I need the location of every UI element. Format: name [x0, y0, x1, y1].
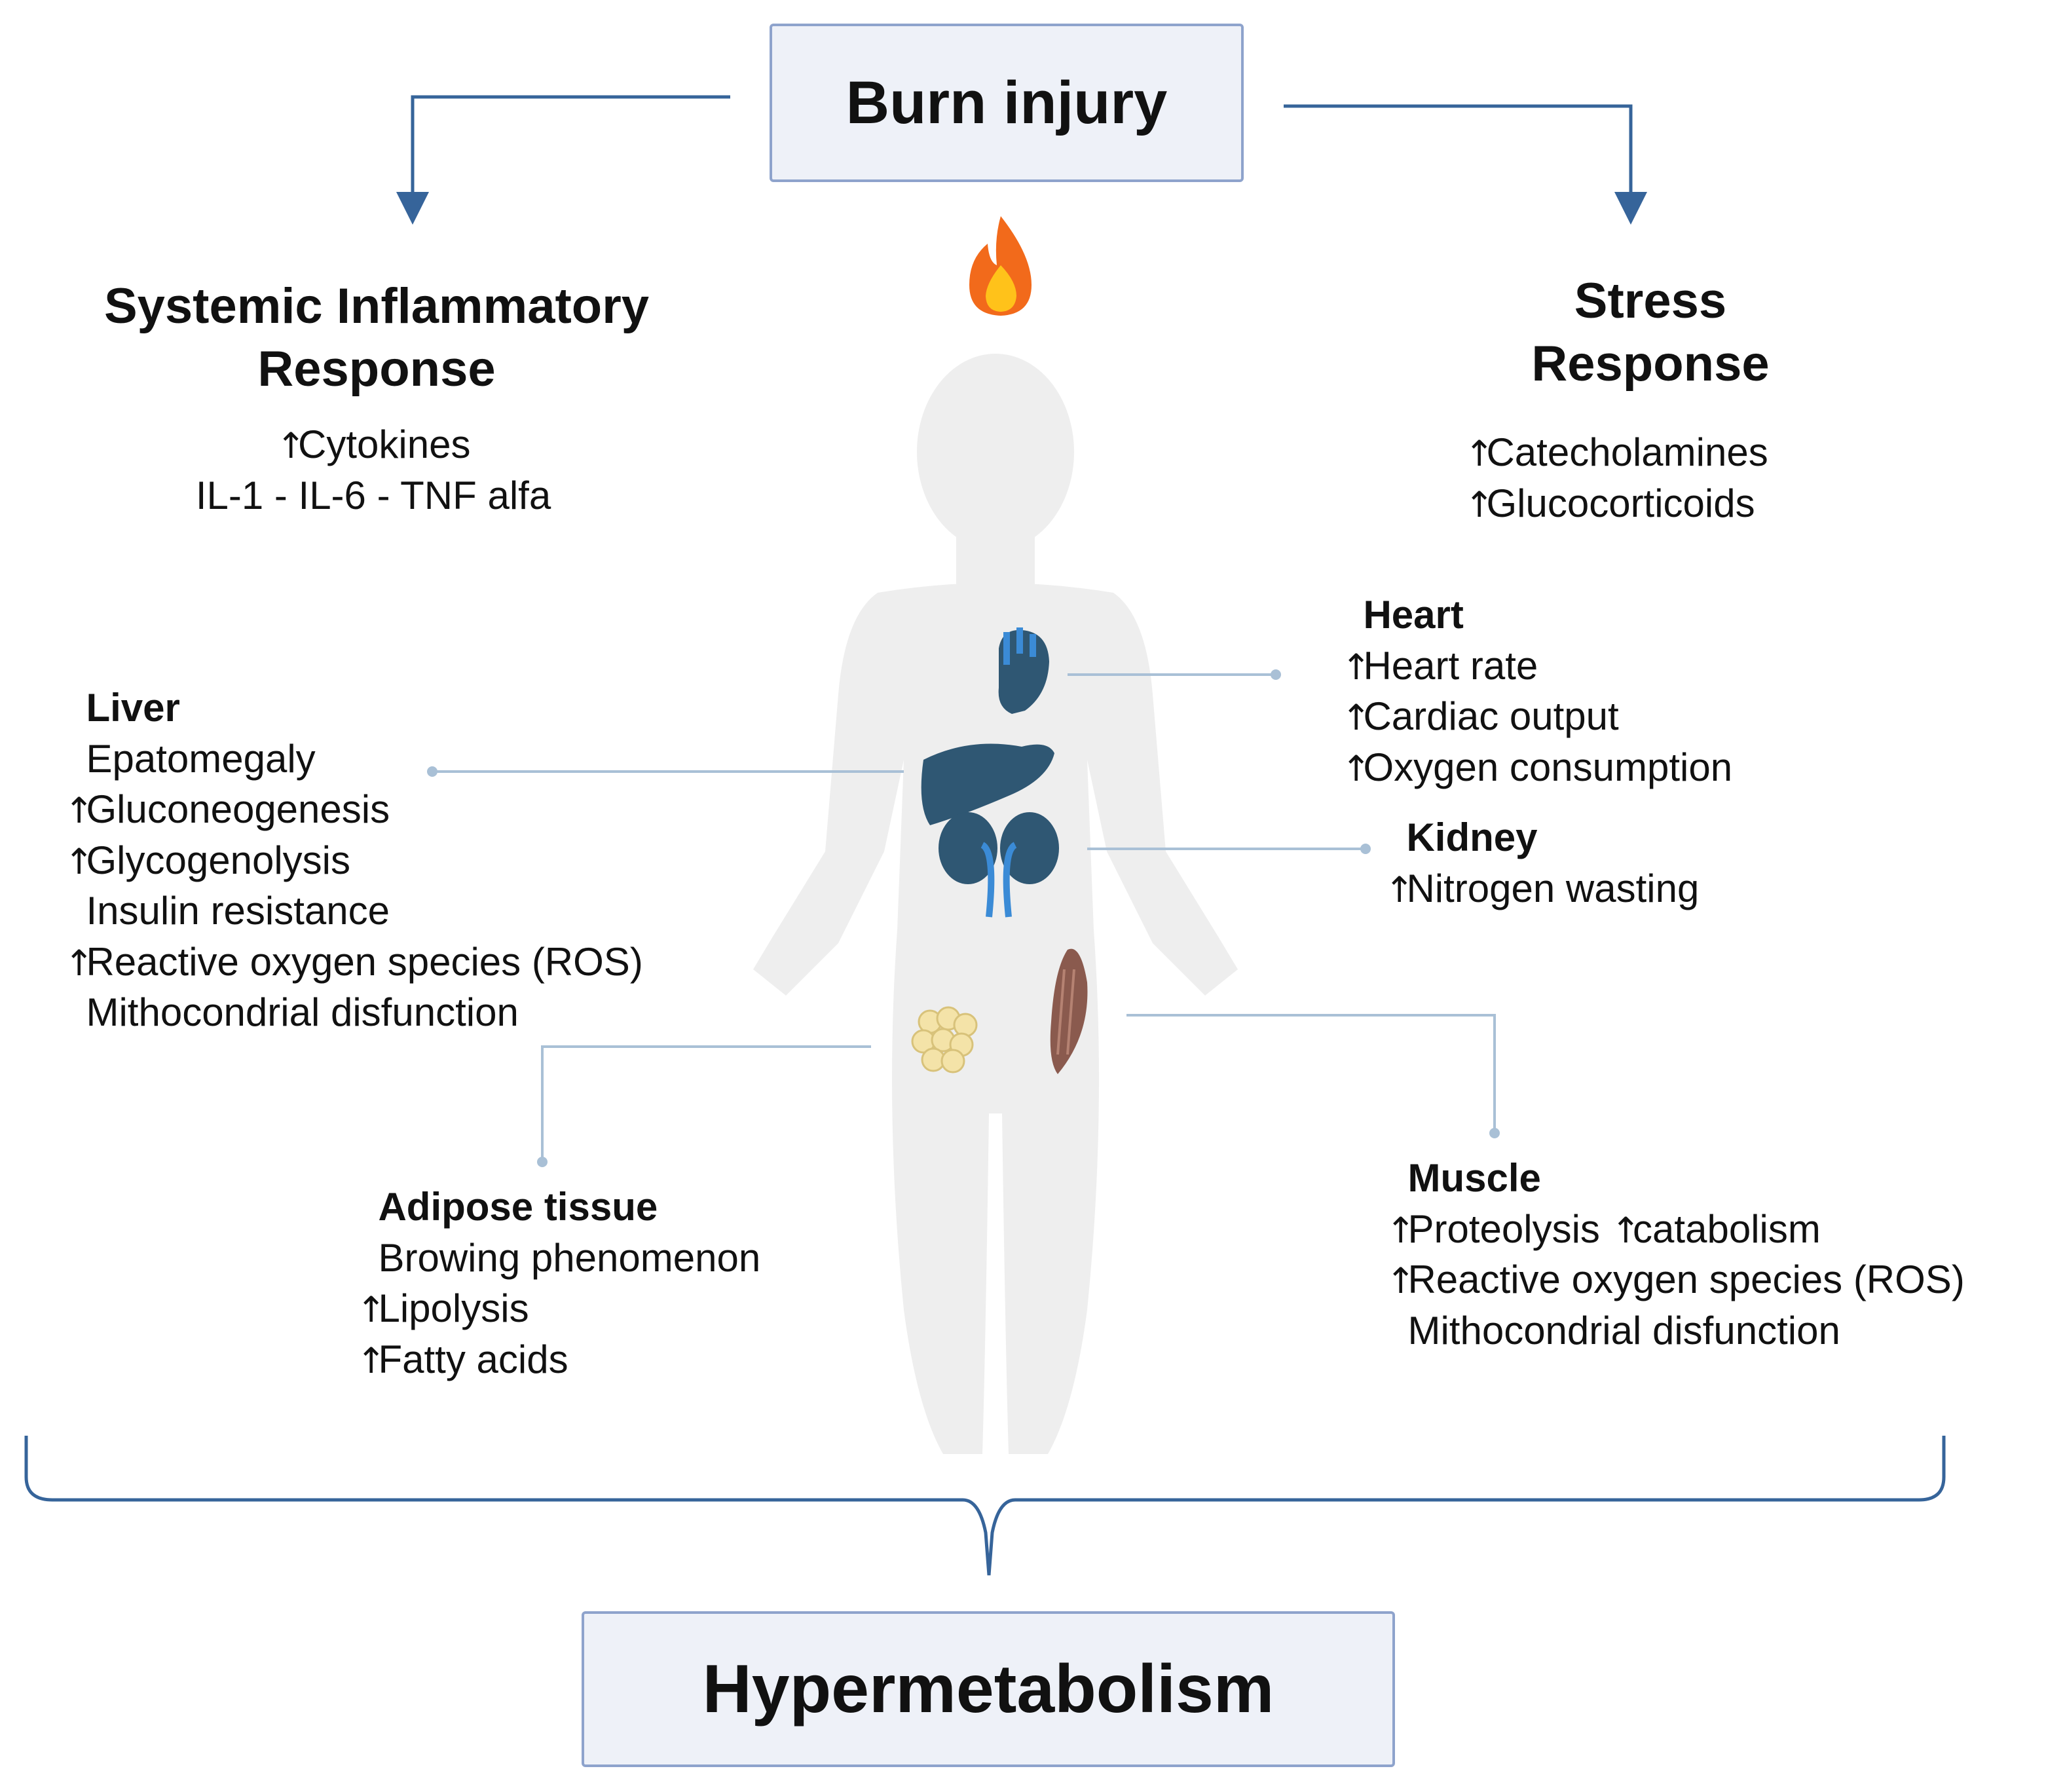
connector-muscle: [1126, 1014, 1496, 1133]
adipose-item-1: Browing phenomenon: [378, 1235, 761, 1280]
hypermetabolism-box: Hypermetabolism: [582, 1611, 1395, 1767]
arrow-up-icon: ↑: [64, 790, 94, 831]
heart-block: Heart ↑Heart rate ↑Cardiac output ↑Oxyge…: [1341, 589, 1732, 793]
stress-item-2: Glucocorticoids: [1486, 481, 1755, 525]
body-silhouette: [753, 354, 1238, 1454]
inflammatory-title-line1: Systemic Inflammatory: [103, 278, 650, 334]
heart-title: Heart: [1341, 589, 1732, 641]
muscle-item-1b: catabolism: [1633, 1206, 1821, 1251]
arrow-to-inflammatory: [396, 95, 730, 225]
arrow-up-icon: ↑: [1610, 1209, 1641, 1251]
muscle-item-1a: Proteolysis: [1407, 1206, 1600, 1251]
inflammatory-title: Systemic Inflammatory Response: [46, 275, 707, 401]
arrow-up-icon: ↑: [1341, 697, 1371, 738]
heart-title-text: Heart: [1363, 593, 1464, 637]
heart-item-3: Oxygen consumption: [1363, 745, 1733, 789]
liver-item-2: Gluconeogenesis: [86, 787, 390, 831]
arrow-up-icon: ↑: [276, 425, 306, 466]
liver-item-3: Glycogenolysis: [86, 838, 350, 882]
adipose-block: Adipose tissue Browing phenomenon ↑Lipol…: [356, 1182, 760, 1385]
kidney-icon: [939, 812, 1059, 918]
muscle-block: Muscle ↑Proteolysis ↑catabolism ↑Reactiv…: [1386, 1153, 1965, 1356]
adipose-icon: [911, 1006, 978, 1073]
liver-title: Liver: [86, 686, 180, 730]
inflammatory-items: ↑Cytokines IL-1 - IL-6 - TNF alfa: [111, 419, 635, 521]
kidney-block: Kidney ↑Nitrogen wasting: [1385, 812, 1699, 914]
kidney-title: Kidney: [1406, 815, 1538, 859]
connectors: [432, 673, 1496, 1162]
liver-item-6: Mithocondrial disfunction: [86, 990, 519, 1034]
arrow-up-icon: ↑: [1341, 646, 1371, 688]
muscle-icon: [1050, 948, 1088, 1074]
heart-item-2: Cardiac output: [1363, 694, 1619, 738]
inflammatory-item-1: Cytokines: [298, 422, 471, 466]
hypermetabolism-label: Hypermetabolism: [702, 1651, 1274, 1727]
adipose-item-3: Fatty acids: [378, 1337, 568, 1381]
kidney-item-1: Nitrogen wasting: [1406, 866, 1700, 910]
arrow-up-icon: ↑: [1385, 868, 1415, 910]
stress-items: ↑Catecholamines ↑Glucocorticoids: [1464, 427, 1768, 529]
connector-dots: [427, 669, 1500, 1167]
arrow-up-icon: ↑: [64, 840, 94, 882]
liver-block: Liver Epatomegaly ↑Gluconeogenesis ↑Glyc…: [64, 682, 643, 1038]
arrow-up-icon: ↑: [1341, 747, 1371, 789]
bottom-brace: [24, 1436, 1946, 1576]
liver-item-5: Reactive oxygen species (ROS): [86, 939, 643, 984]
arrow-up-icon: ↑: [64, 942, 94, 984]
inflammatory-title-line2: Response: [257, 341, 496, 397]
arrow-up-icon: ↑: [1464, 433, 1495, 474]
heart-icon: [998, 627, 1049, 714]
arrow-up-icon: ↑: [1386, 1260, 1416, 1301]
adipose-title: Adipose tissue: [378, 1185, 658, 1229]
muscle-item-2: Reactive oxygen species (ROS): [1407, 1258, 1965, 1301]
inflammatory-item-2: IL-1 - IL-6 - TNF alfa: [195, 473, 551, 517]
flame-icon: [969, 216, 1032, 316]
liver-item-1: Epatomegaly: [86, 736, 316, 781]
stress-title: Stress Response: [1428, 270, 1873, 396]
burn-injury-label: Burn injury: [846, 69, 1168, 136]
heart-item-1: Heart rate: [1363, 643, 1538, 688]
stress-title-line2: Response: [1531, 336, 1770, 392]
arrow-up-icon: ↑: [356, 1339, 386, 1381]
arrow-to-stress: [1284, 104, 1647, 225]
liver-item-4: Insulin resistance: [86, 889, 390, 933]
arrow-up-icon: ↑: [356, 1289, 386, 1330]
muscle-item-3: Mithocondrial disfunction: [1407, 1308, 1840, 1353]
stress-item-1: Catecholamines: [1486, 430, 1768, 474]
stress-title-line1: Stress: [1574, 273, 1727, 329]
liver-icon: [921, 743, 1054, 825]
burn-injury-box: Burn injury: [770, 24, 1244, 182]
arrow-up-icon: ↑: [1386, 1209, 1416, 1251]
connector-adipose: [541, 1045, 871, 1162]
muscle-title: Muscle: [1407, 1156, 1541, 1200]
arrow-up-icon: ↑: [1464, 483, 1495, 525]
adipose-item-2: Lipolysis: [378, 1286, 529, 1330]
